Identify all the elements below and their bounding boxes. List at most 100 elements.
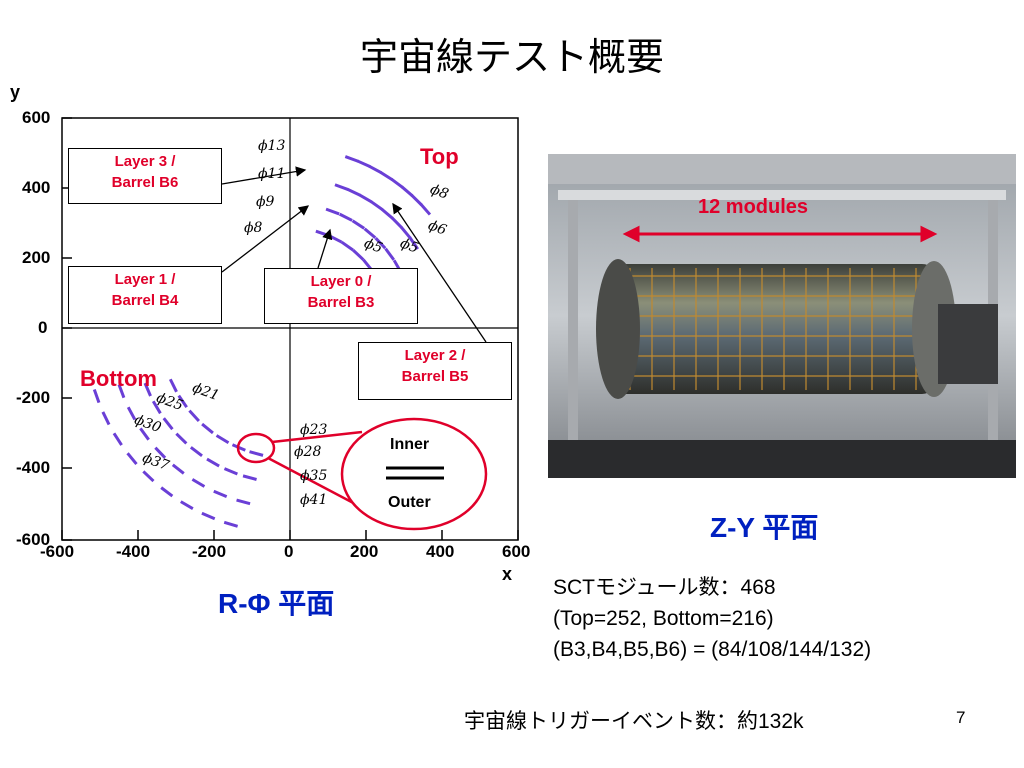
module-segment bbox=[340, 240, 354, 252]
layer0-line2: Barrel B3 bbox=[307, 294, 375, 311]
layer2-line2: Barrel B5 bbox=[401, 368, 469, 385]
module-segment bbox=[188, 409, 200, 422]
zoom-line-top bbox=[271, 430, 363, 444]
x-tick-label: -400 bbox=[116, 542, 151, 561]
phi-label: ϕ41 bbox=[300, 492, 328, 508]
module-segment bbox=[168, 378, 178, 393]
module-segment bbox=[328, 234, 343, 244]
barrel-photo-svg bbox=[548, 154, 1016, 478]
x-tick-marks bbox=[61, 530, 519, 540]
plot-svg bbox=[61, 117, 519, 541]
layer0-line1: Layer 0 / bbox=[310, 273, 372, 290]
module-segment bbox=[419, 203, 432, 216]
slide-title: 宇宙線テスト概要 bbox=[359, 35, 664, 79]
module-segment bbox=[352, 249, 365, 261]
arrow-layer3 bbox=[221, 166, 307, 185]
bottom-label: Bottom bbox=[80, 366, 157, 391]
layer3-label-box: Layer 3 / Barrel B6 bbox=[68, 148, 222, 204]
x-tick-label: 200 bbox=[350, 542, 379, 561]
module-segment bbox=[171, 463, 185, 475]
barrel-breakdown-line: (B3,B4,B5,B6) = (84/108/144/132) bbox=[553, 638, 872, 661]
page-number: 7 bbox=[956, 708, 966, 727]
zoom-detail-circle bbox=[340, 417, 488, 531]
module-segment bbox=[180, 500, 194, 510]
module-segment bbox=[126, 406, 137, 421]
r-phi-plane-label: R-Φ 平面 bbox=[218, 588, 335, 619]
module-segment bbox=[223, 467, 238, 476]
phi-label: ϕ35 bbox=[300, 468, 328, 484]
phi-label: ϕ23 bbox=[300, 422, 328, 438]
layer0-label-box: Layer 0 / Barrel B3 bbox=[264, 268, 418, 324]
module-segment bbox=[213, 489, 228, 499]
r-phi-plot: y x 600 400 200 0 -200 -400 -600 -600 -4… bbox=[0, 80, 540, 600]
x-tick-label: -200 bbox=[192, 542, 227, 561]
layer2-line1: Layer 2 / bbox=[404, 347, 466, 364]
module-segment bbox=[368, 164, 383, 175]
layer2-label-box: Layer 2 / Barrel B5 bbox=[358, 342, 512, 400]
module-segment bbox=[363, 227, 377, 239]
module-segment bbox=[223, 520, 239, 528]
barrel-photo: 12 modules bbox=[548, 154, 1016, 478]
layer1-label-box: Layer 1 / Barrel B4 bbox=[68, 266, 222, 324]
modules-label: 12 modules bbox=[698, 196, 809, 218]
x-tick-label: 0 bbox=[284, 542, 294, 561]
module-segment bbox=[249, 450, 264, 457]
module-segment bbox=[346, 187, 361, 197]
module-segment bbox=[390, 216, 403, 229]
y-tick-label: -400 bbox=[16, 458, 51, 477]
info-block: SCTモジュール数：468 (Top=252, Bottom=216) (B3,… bbox=[553, 572, 871, 665]
phi-label: ϕ11 bbox=[258, 166, 286, 182]
x-tick-label: 400 bbox=[426, 542, 455, 561]
top-label: Top bbox=[420, 144, 459, 169]
module-segment bbox=[351, 219, 366, 230]
module-segment bbox=[201, 511, 216, 521]
y-axis-label: y bbox=[10, 82, 21, 102]
inner-label: Inner bbox=[390, 436, 430, 453]
modules-span-arrow bbox=[622, 225, 938, 243]
y-tick-label: 0 bbox=[38, 318, 48, 337]
module-segment bbox=[175, 432, 188, 445]
module-segment bbox=[126, 452, 138, 465]
module-segment bbox=[370, 200, 384, 211]
module-segment bbox=[410, 193, 423, 206]
module-segment bbox=[112, 432, 123, 446]
trigger-count: 宇宙線トリガーイベント数：約132k bbox=[464, 710, 804, 733]
y-tick-label: -200 bbox=[16, 388, 51, 407]
module-count-line: SCTモジュール数：468 bbox=[553, 576, 776, 599]
module-segment bbox=[177, 394, 188, 409]
module-segment bbox=[92, 388, 101, 404]
phi-label: ϕ28 bbox=[294, 444, 322, 460]
y-tick-label: -600 bbox=[16, 530, 51, 549]
module-segment bbox=[142, 470, 155, 483]
module-segment bbox=[338, 212, 353, 222]
module-segment bbox=[143, 382, 152, 397]
module-segment bbox=[380, 208, 394, 220]
callout-arrows bbox=[221, 166, 487, 343]
module-segment bbox=[325, 207, 340, 216]
module-segment bbox=[384, 247, 396, 261]
x-tick-label: -600 bbox=[40, 542, 75, 561]
layer1-line1: Layer 1 / bbox=[114, 271, 176, 288]
module-segment bbox=[154, 446, 167, 459]
layer1-line2: Barrel B4 bbox=[111, 292, 179, 309]
layer3-line2: Barrel B6 bbox=[111, 174, 179, 191]
arrow-layer0 bbox=[317, 228, 333, 269]
module-segment bbox=[206, 457, 220, 468]
x-tick-label: 600 bbox=[502, 542, 531, 561]
module-segment bbox=[160, 486, 174, 498]
module-segment bbox=[201, 422, 214, 435]
phi-label: ϕ13 bbox=[258, 138, 286, 154]
module-segment bbox=[151, 400, 162, 415]
module-segment bbox=[315, 229, 330, 238]
zoom-source-circle bbox=[236, 432, 276, 464]
arrow-layer1 bbox=[221, 205, 310, 273]
module-segment bbox=[334, 183, 349, 191]
layer3-line1: Layer 3 / bbox=[114, 153, 176, 170]
module-segment bbox=[400, 226, 412, 240]
top-bottom-line: (Top=252, Bottom=216) bbox=[553, 607, 774, 630]
arrow-layer2 bbox=[392, 202, 487, 343]
module-segment bbox=[344, 155, 359, 163]
y-tick-label: 600 bbox=[22, 108, 51, 127]
module-segment bbox=[390, 177, 404, 189]
y-tick-label: 200 bbox=[22, 248, 51, 267]
